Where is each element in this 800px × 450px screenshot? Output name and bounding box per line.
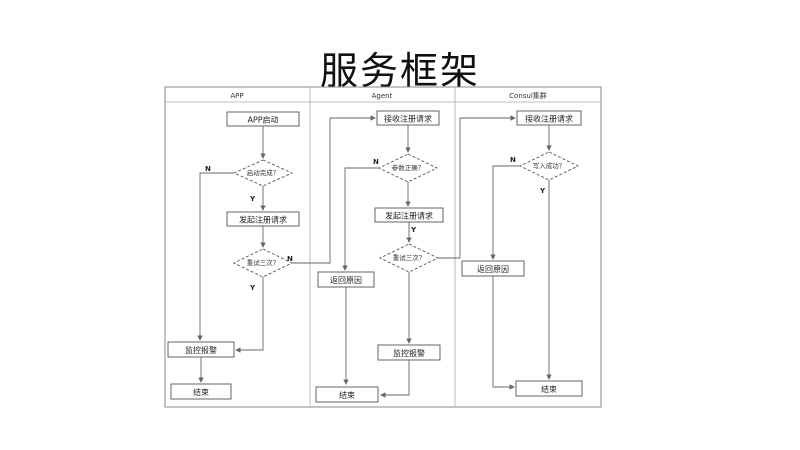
- consul-check-no: N: [510, 156, 516, 164]
- app-retry-no: N: [287, 255, 293, 263]
- app-end-label: 结束: [193, 387, 209, 397]
- agent-reason-label: 返回原因: [330, 276, 362, 285]
- lane-agent-label: Agent: [372, 92, 393, 100]
- agent-register-yes: Y: [410, 226, 417, 234]
- agent-retry-decision: [378, 243, 440, 273]
- app-register-label: 发起注册请求: [239, 215, 287, 225]
- agent-end-node: [315, 386, 379, 403]
- app-retry-yes: Y: [249, 284, 256, 292]
- consul-end-label: 结束: [541, 384, 557, 394]
- consul-end-node: [515, 380, 583, 397]
- agent-alarm-label: 监控报警: [393, 348, 425, 358]
- agent-check-no: N: [373, 158, 379, 166]
- app-check-label: 启动完成？: [247, 168, 280, 177]
- lane-app-label: APP: [230, 92, 243, 100]
- consul-check-decision: [518, 151, 580, 181]
- consul-check-label: 写入成功？: [533, 161, 566, 170]
- agent-register-label: 发起注册请求: [385, 211, 433, 221]
- app-check-no: N: [205, 165, 211, 173]
- lane-consul-label: Consul集群: [509, 91, 547, 100]
- consul-receive-label: 接收注册请求: [525, 114, 573, 124]
- app-retry-label: 重试三次？: [247, 258, 280, 267]
- app-retry-decision: [232, 248, 294, 278]
- app-check-yes: Y: [249, 195, 256, 203]
- agent-check-decision: [377, 153, 439, 183]
- app-alarm-label: 监控报警: [185, 345, 217, 355]
- app-start-label: APP启动: [247, 115, 278, 125]
- consul-reason-label: 返回原因: [477, 265, 509, 274]
- agent-check-label: 参数正确？: [392, 163, 425, 172]
- app-end-node: [170, 383, 232, 400]
- slide-title: 服务框架: [319, 49, 480, 93]
- agent-end-label: 结束: [339, 390, 355, 400]
- app-check-decision: [232, 159, 294, 187]
- consul-check-yes: Y: [539, 187, 546, 195]
- agent-retry-label: 重试三次？: [393, 253, 426, 262]
- agent-receive-label: 接收注册请求: [384, 114, 432, 124]
